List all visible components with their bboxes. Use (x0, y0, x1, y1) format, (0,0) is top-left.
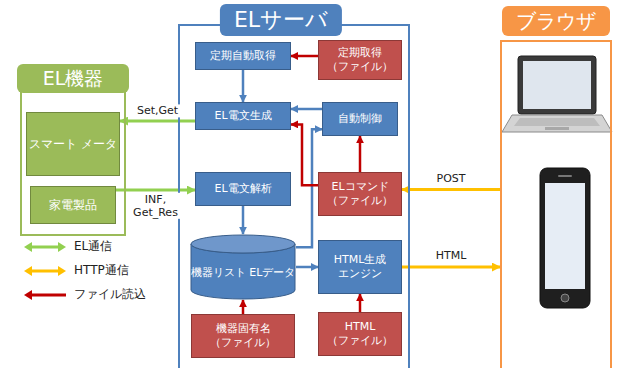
legend-arrowhead (24, 242, 32, 252)
blue-connector (242, 70, 245, 102)
box-label: 機器固有名 （ファイル） (192, 322, 294, 350)
legend-arrowhead (24, 266, 32, 276)
legend-line-sample (22, 263, 68, 279)
legend-item: EL通信 (22, 238, 112, 255)
legend-text: ファイル読込 (74, 286, 146, 303)
legend-arrowhead (58, 266, 66, 276)
green-connector (116, 189, 195, 192)
blue-connector (296, 129, 322, 247)
box-label: 機器リスト ELデータ (191, 266, 296, 280)
cylinder-body (191, 244, 295, 299)
legend-line-sample (22, 239, 68, 255)
file-box: 機器固有名 （ファイル） (191, 314, 295, 358)
box-label: ELコマンド （ファイル） (319, 180, 401, 208)
process-box: EL電文解析 (195, 172, 291, 206)
legend-line (28, 245, 62, 248)
device-box: 家電製品 (30, 186, 116, 224)
legend-text: HTTP通信 (74, 262, 129, 279)
smartphone-illustration (540, 168, 590, 308)
box-label: 自動制御 (338, 112, 382, 126)
blue-connector (291, 108, 322, 111)
box-label: HTML （ファイル） (319, 320, 401, 348)
box-label: 定期取得 （ファイル） (319, 46, 401, 74)
legend-item: HTTP通信 (22, 262, 129, 279)
legend-item: ファイル読込 (22, 286, 146, 303)
browser-group: ブラウザ (500, 40, 612, 368)
box-label: EL電文生成 (214, 109, 271, 123)
legend-arrowhead (58, 242, 66, 252)
group-heading: ELサーバ (220, 4, 342, 36)
legend-line (28, 269, 62, 272)
box-label: スマート メータ (29, 137, 117, 152)
legend-line (28, 293, 66, 296)
connector-label: POST (435, 172, 468, 185)
box-label: HTML生成 エンジン (319, 253, 401, 281)
box-label: 定期自動取得 (210, 49, 276, 63)
file-box: HTML （ファイル） (318, 312, 402, 356)
database-cylinder: 機器リスト ELデータ (190, 234, 296, 300)
cylinder-top (191, 235, 295, 253)
cylinder-outline (190, 234, 296, 300)
connector-label: INF, Get_Res (126, 193, 186, 219)
connector-label: HTML (434, 249, 469, 262)
process-box: EL電文生成 (195, 102, 291, 130)
red-connector (359, 136, 362, 172)
legend-text: EL通信 (74, 238, 112, 255)
red-connector (242, 300, 245, 314)
group-heading: EL機器 (17, 64, 129, 93)
red-connector (291, 124, 318, 185)
group-heading: ブラウザ (502, 6, 610, 36)
connector-label: Set,Get (135, 104, 180, 117)
legend-arrowhead (24, 290, 32, 300)
orange-connector (402, 188, 500, 191)
file-box: 定期取得 （ファイル） (318, 40, 402, 80)
file-box: ELコマンド （ファイル） (318, 172, 402, 216)
blue-connector (242, 206, 245, 234)
blue-connector (296, 266, 318, 269)
process-box: 定期自動取得 (195, 42, 291, 70)
red-connector (359, 294, 362, 312)
legend-line-sample (22, 287, 68, 303)
laptop-illustration (502, 56, 612, 132)
process-box: HTML生成 エンジン (318, 240, 402, 294)
red-connector (291, 55, 318, 58)
box-label: 家電製品 (49, 198, 97, 213)
device-group: EL機器スマート メータ家電製品 (20, 88, 126, 236)
server-group: ELサーバ定期自動取得定期取得 （ファイル）EL電文生成自動制御EL電文解析EL… (178, 24, 410, 368)
green-connector (120, 120, 195, 123)
device-box: スマート メータ (26, 112, 120, 176)
process-box: 自動制御 (322, 102, 398, 136)
orange-connector (402, 266, 500, 269)
box-label: EL電文解析 (214, 182, 271, 196)
